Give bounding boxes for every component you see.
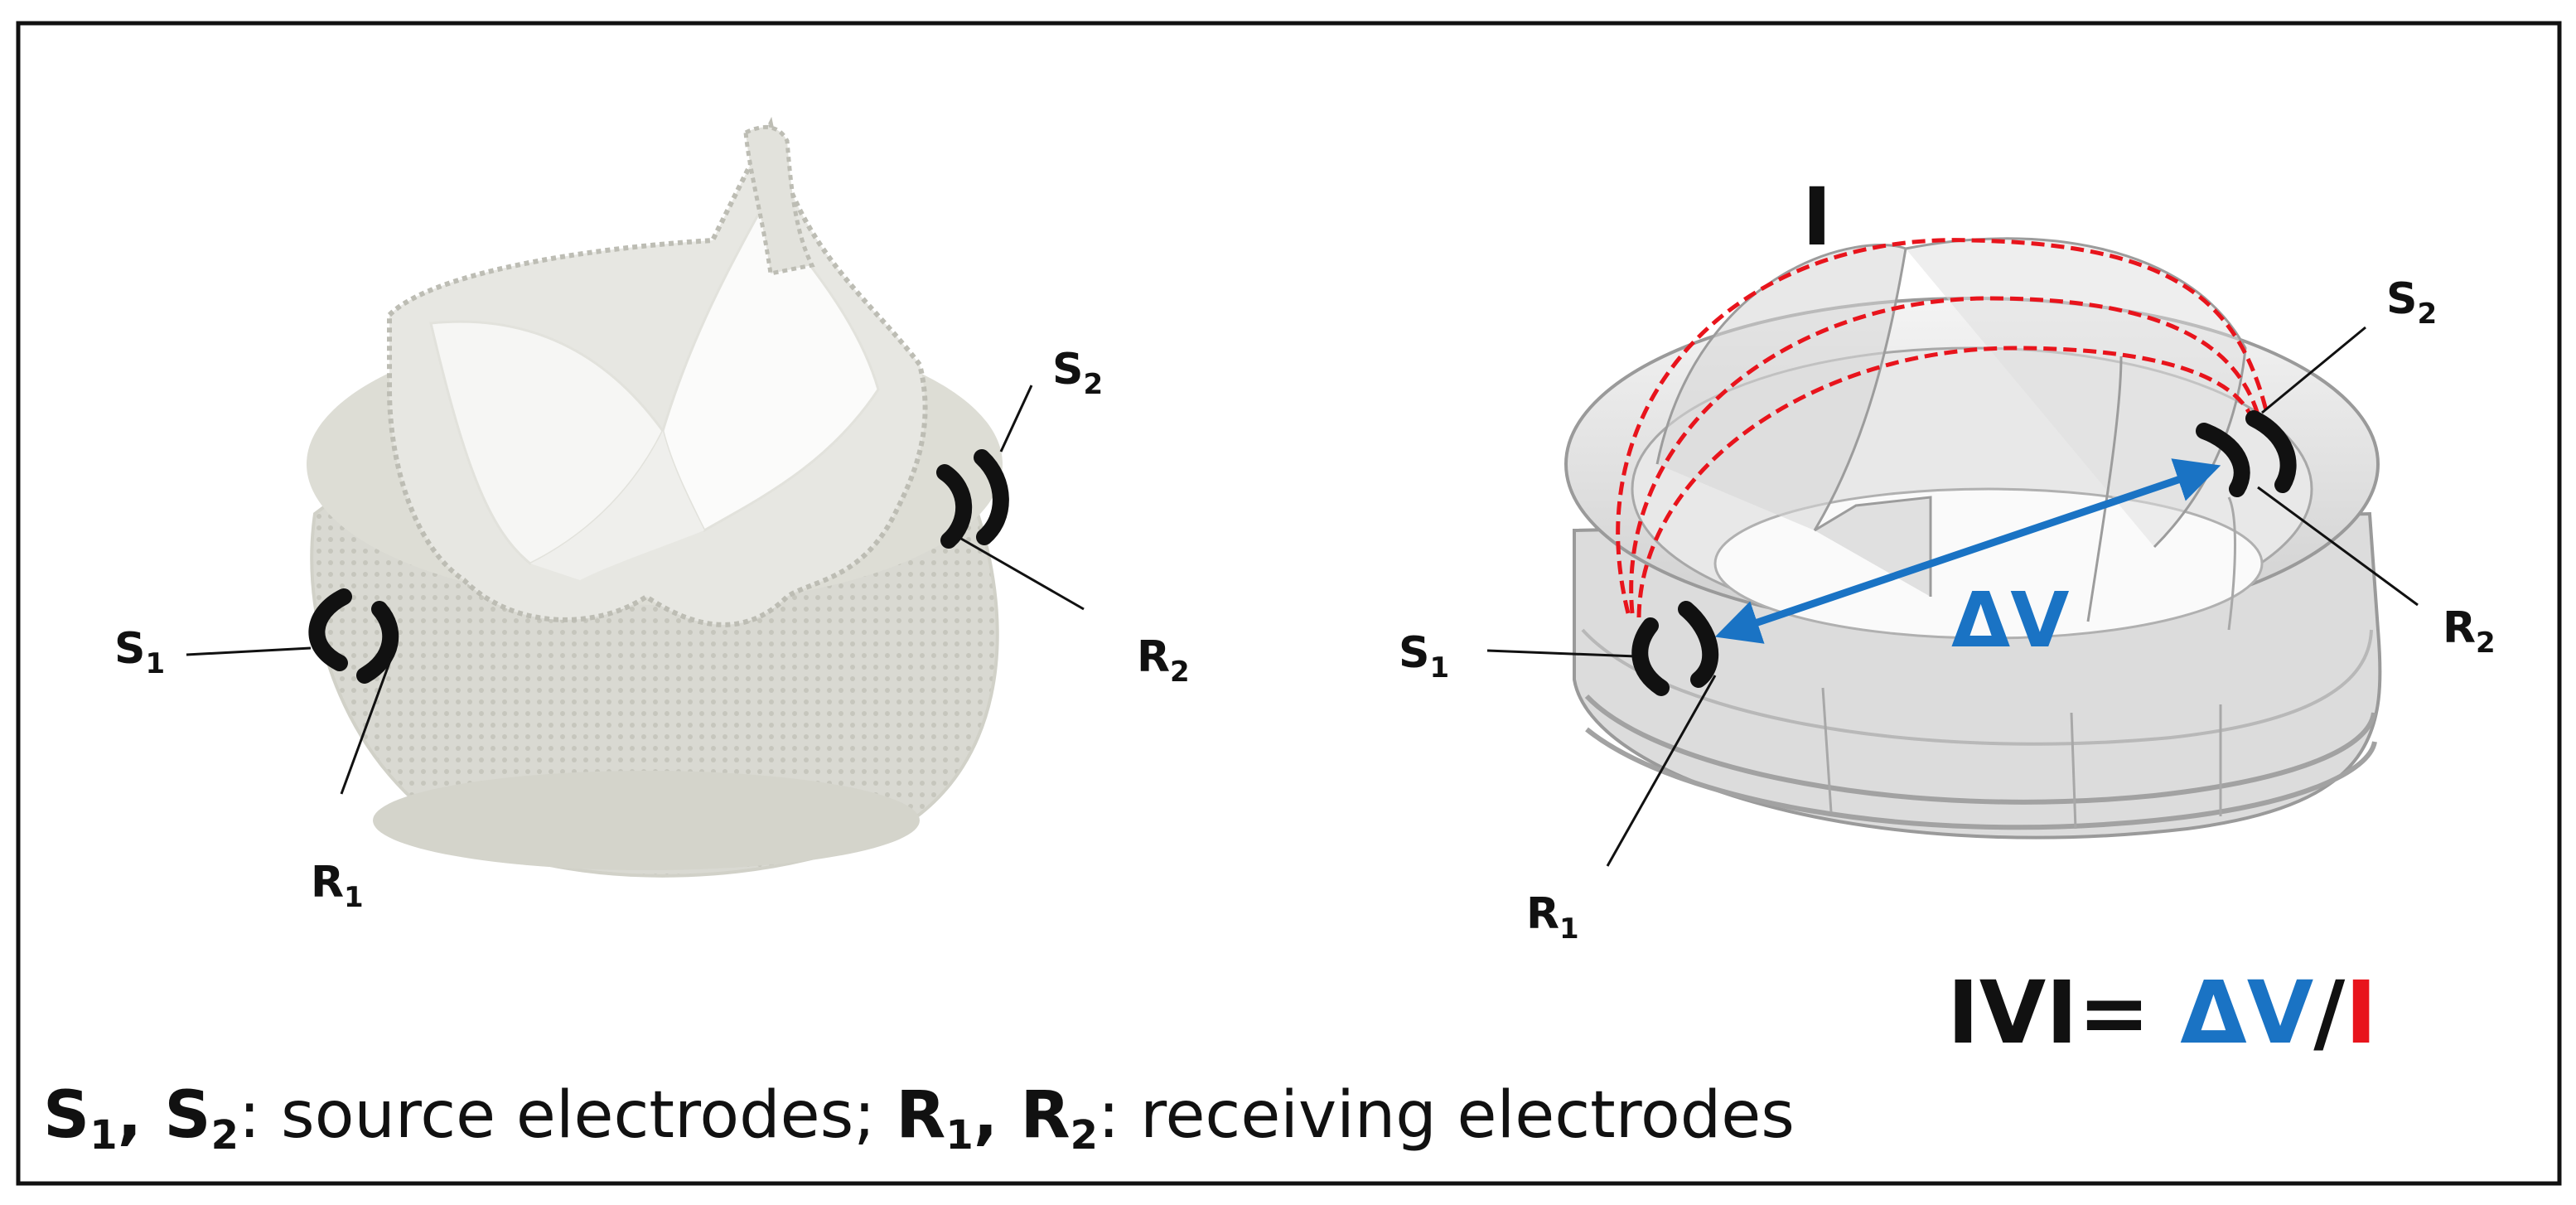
equation-lhs: IVI= <box>1947 962 2180 1063</box>
right-leader-lines <box>1486 326 2419 867</box>
right-label-s1: S1 <box>1399 628 1449 685</box>
equation-numerator: ΔV <box>2180 962 2313 1063</box>
current-paths <box>1616 238 2269 618</box>
left-leader-lines <box>186 385 1085 795</box>
left-label-s1: S1 <box>114 624 165 680</box>
caption: S1, S2: source electrodes; R1, R2: recei… <box>43 1078 1795 1159</box>
current-label: I <box>1802 171 1832 264</box>
left-electrode-s1-r1 <box>308 588 399 684</box>
right-label-r1: R1 <box>1526 889 1579 946</box>
equation-denominator: I <box>2345 962 2377 1063</box>
voltage-label: ΔV <box>1951 576 2069 665</box>
valve-illustration <box>307 116 1003 878</box>
right-electrode-s2-r2 <box>2196 410 2297 497</box>
right-label-s2: S2 <box>2386 274 2437 331</box>
left-label-s2: S2 <box>1052 345 1103 401</box>
valve-cad-model <box>1564 237 2382 840</box>
equation-slash: / <box>2313 962 2345 1063</box>
right-electrode-s1-r1 <box>1631 601 1719 696</box>
voltage-arrow <box>1714 458 2221 644</box>
right-label-r2: R2 <box>2443 603 2496 660</box>
figure-border <box>16 21 2562 1186</box>
left-label-r1: R1 <box>311 858 364 914</box>
equation: IVI= ΔV/I <box>1947 962 2377 1063</box>
left-label-r2: R2 <box>1137 632 1190 689</box>
left-electrode-s2-r2 <box>936 449 1009 549</box>
